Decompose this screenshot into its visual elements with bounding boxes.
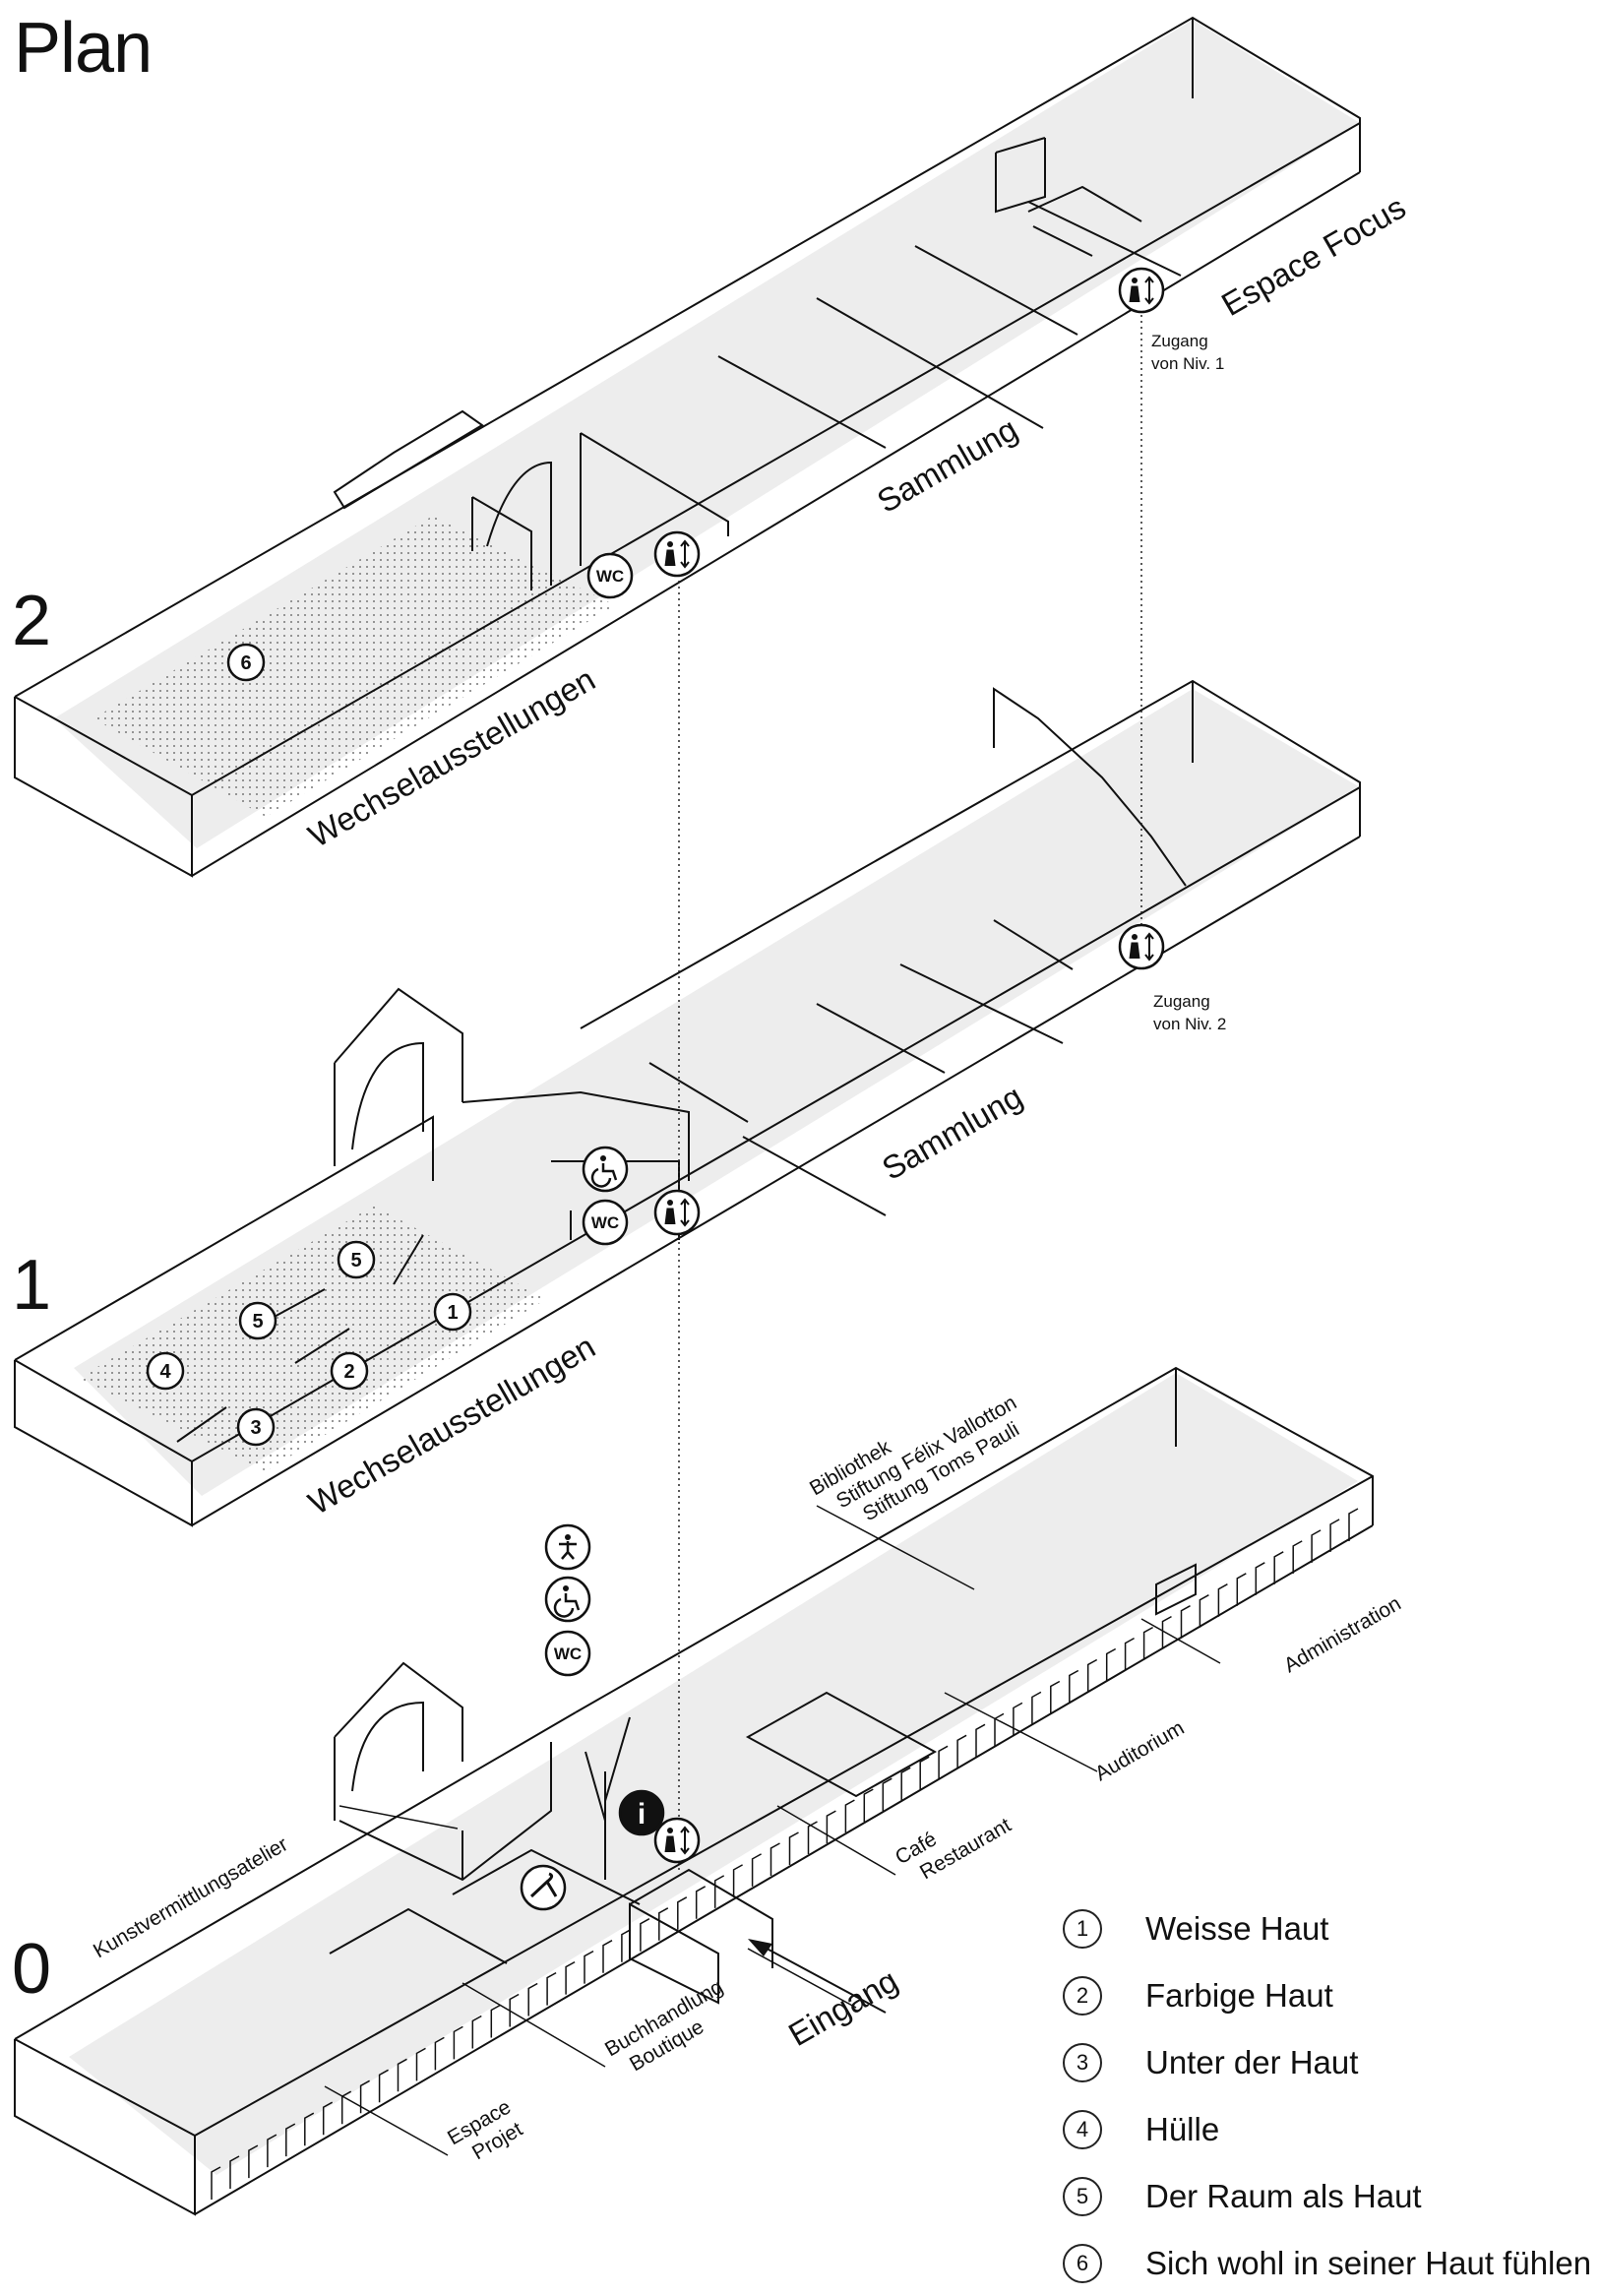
legend-item: 5 Der Raum als Haut <box>1063 2167 1422 2226</box>
legend-label: Weisse Haut <box>1145 1910 1329 1947</box>
l0-entrance-label: Eingang <box>782 1961 903 2053</box>
wc-icon: WC <box>582 1199 629 1246</box>
svg-text:5: 5 <box>350 1250 361 1272</box>
svg-text:5: 5 <box>252 1311 263 1333</box>
svg-text:3: 3 <box>250 1417 261 1439</box>
level-1-drawing <box>14 679 1361 1527</box>
zone-number: 1 <box>433 1292 472 1332</box>
legend-item: 1 Weisse Haut <box>1063 1899 1328 1958</box>
svg-text:WC: WC <box>591 1213 619 1232</box>
l2-collection-label: Sammlung <box>871 410 1023 520</box>
lift-icon <box>653 1189 701 1236</box>
legend-number: 4 <box>1063 2110 1102 2149</box>
legend-number: 5 <box>1063 2177 1102 2216</box>
l1-access-note-1: Zugang <box>1153 992 1210 1011</box>
zone-number: 5 <box>337 1240 376 1279</box>
zone-number: 6 <box>226 643 266 682</box>
zone-number: 3 <box>236 1407 276 1447</box>
legend-number: 1 <box>1063 1909 1102 1949</box>
level-2-temp-exhibition-floor <box>93 516 615 817</box>
wheelchair-icon <box>582 1146 629 1193</box>
legend-number: 3 <box>1063 2043 1102 2082</box>
legend-item: 4 Hülle <box>1063 2100 1219 2159</box>
cloakroom-hanger-icon <box>520 1864 567 1911</box>
legend-item: 2 Farbige Haut <box>1063 1966 1333 2025</box>
l2-espace-focus-label: Espace Focus <box>1215 188 1412 323</box>
legend-label: Unter der Haut <box>1145 2044 1359 2080</box>
wheelchair-icon <box>544 1576 591 1623</box>
svg-text:1: 1 <box>447 1302 458 1324</box>
legend-number: 2 <box>1063 1976 1102 2016</box>
level-2-drawing <box>14 16 1361 878</box>
info-icon: i <box>618 1789 665 1836</box>
page-title: Plan <box>14 9 153 88</box>
svg-text:2: 2 <box>343 1361 354 1383</box>
svg-text:WC: WC <box>596 567 624 586</box>
wc-icon: WC <box>586 552 634 599</box>
level-number-1: 1 <box>12 1246 52 1325</box>
lift-icon <box>653 530 701 578</box>
svg-text:i: i <box>638 1798 646 1831</box>
zone-number: 2 <box>330 1351 369 1391</box>
lift-icon <box>653 1817 701 1864</box>
legend-item: 3 Unter der Haut <box>1063 2033 1358 2092</box>
baby-change-icon <box>544 1523 591 1571</box>
l1-access-note-2: von Niv. 2 <box>1153 1015 1226 1033</box>
entrance-arrow <box>748 1939 887 2014</box>
svg-text:WC: WC <box>554 1644 582 1663</box>
l2-access-note-1: Zugang <box>1151 332 1208 350</box>
level-0-drawing <box>14 1366 1374 2216</box>
l1-collection-label: Sammlung <box>876 1078 1028 1187</box>
legend-label: Der Raum als Haut <box>1145 2178 1422 2214</box>
legend-item: 6 Sich wohl in seiner Haut fühlen <box>1063 2234 1591 2293</box>
svg-text:6: 6 <box>240 652 251 674</box>
level-1-temp-exhibition-floor <box>79 1206 546 1471</box>
legend-label: Farbige Haut <box>1145 1977 1333 2014</box>
zone-number: 4 <box>146 1351 185 1391</box>
level-number-0: 0 <box>12 1930 52 2009</box>
lift-icon <box>1118 923 1165 970</box>
l0-administration-label: Administration <box>1280 1592 1405 1677</box>
level-0-column-edge <box>211 1508 1359 2200</box>
l2-access-note-2: von Niv. 1 <box>1151 354 1224 373</box>
legend-number: 6 <box>1063 2244 1102 2283</box>
legend-label: Sich wohl in seiner Haut fühlen <box>1145 2245 1592 2281</box>
lift-icon <box>1118 267 1165 314</box>
l0-auditorium-label: Auditorium <box>1091 1716 1188 1785</box>
leader-lines <box>324 1505 1221 2156</box>
wc-icon: WC <box>544 1630 591 1677</box>
zone-number: 5 <box>238 1301 277 1340</box>
svg-text:4: 4 <box>159 1361 171 1383</box>
level-0-floor <box>69 1373 1358 2175</box>
level-number-2: 2 <box>12 582 52 660</box>
legend-label: Hülle <box>1145 2111 1220 2147</box>
